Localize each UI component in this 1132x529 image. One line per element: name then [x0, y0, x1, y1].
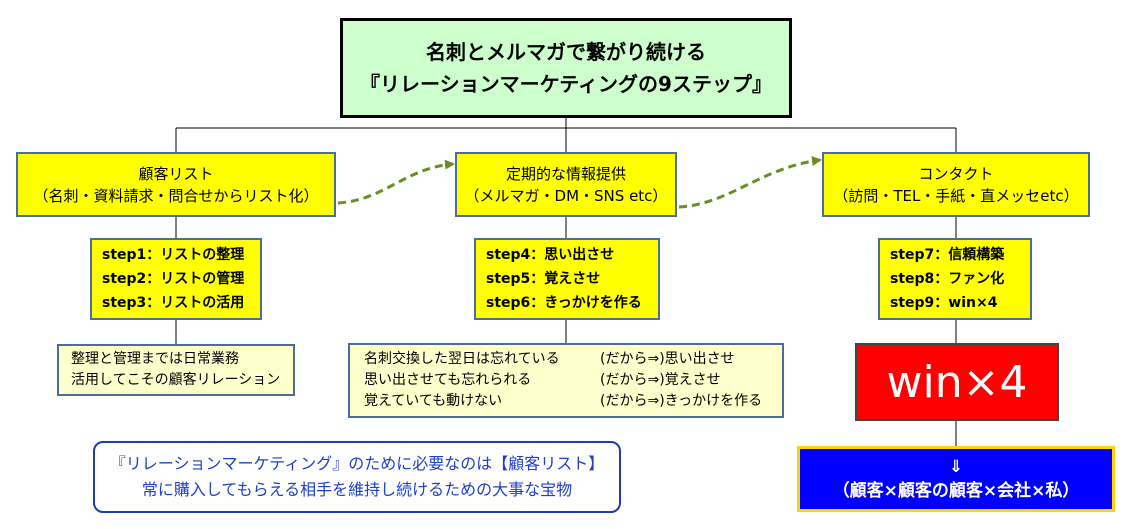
title-line-1: 名刺とメルマガで繋がり続ける — [426, 40, 706, 64]
note-info-provision: 名刺交換した翌日は忘れている (だから⇒)思い出させ 思い出させても忘れられる … — [348, 343, 784, 418]
steps-group-2: step4：思い出させ step5：覚えさせ step6：きっかけを作る — [474, 238, 660, 320]
result-box: ⇓ （顧客×顧客の顧客×会社×私） — [797, 446, 1115, 512]
note-line: 活用してこその顧客リレーション — [71, 372, 281, 388]
dashed-arrow-2 — [678, 156, 822, 209]
bottom-note-line-1: 『リレーションマーケティング』のために必要なのは【顧客リスト】 — [109, 454, 605, 473]
bottom-note-line-2: 常に購入してもらえる相手を維持し続けるための大事な宝物 — [141, 480, 573, 499]
step-item: step7：信頼構築 — [890, 247, 1005, 263]
category-detail: （名刺・資料請求・問合せからリスト化） — [33, 186, 319, 205]
win-label: win×4 — [886, 356, 1028, 408]
note-reason: 思い出させても忘れられる — [364, 372, 532, 388]
note-row: 思い出させても忘れられる (だから⇒)覚えさせ — [364, 370, 721, 391]
step-item: step1：リストの整理 — [102, 247, 245, 263]
bottom-note: 『リレーションマーケティング』のために必要なのは【顧客リスト】 常に購入してもら… — [93, 441, 621, 513]
note-line: 整理と管理までは日常業務 — [71, 351, 239, 367]
note-action: (だから⇒)覚えさせ — [600, 372, 721, 388]
dashed-arrow-1 — [337, 159, 455, 205]
category-detail: （訪問・TEL・手紙・直メッセetc） — [833, 186, 1079, 205]
category-label: 顧客リスト — [138, 164, 214, 183]
result-text: （顧客×顧客の顧客×会社×私） — [832, 481, 1080, 501]
title-line-2: 『リレーションマーケティングの9ステップ』 — [360, 72, 772, 96]
note-action: (だから⇒)思い出させ — [600, 351, 735, 367]
category-detail: （メルマガ・DM・SNS etc） — [464, 186, 668, 205]
category-label: 定期的な情報提供 — [505, 164, 626, 183]
note-reason: 名刺交換した翌日は忘れている — [364, 351, 560, 367]
note-action: (だから⇒)きっかけを作る — [600, 393, 763, 409]
step-item: step9：win×4 — [890, 295, 998, 311]
note-customer-list: 整理と管理までは日常業務 活用してこその顧客リレーション — [57, 344, 295, 396]
note-reason: 覚えていても動けない — [364, 393, 503, 409]
steps-group-3: step7：信頼構築 step8：ファン化 step9：win×4 — [878, 238, 1032, 320]
step-item: step4：思い出させ — [486, 247, 615, 263]
diagram-title: 名刺とメルマガで繋がり続ける 『リレーションマーケティングの9ステップ』 — [340, 18, 792, 118]
step-item: step6：きっかけを作る — [486, 295, 642, 311]
category-label: コンタクト — [918, 164, 994, 183]
note-row: 名刺交換した翌日は忘れている (だから⇒)思い出させ — [364, 349, 735, 370]
step-item: step3：リストの活用 — [102, 295, 245, 311]
win-x4-box: win×4 — [855, 343, 1059, 421]
category-customer-list: 顧客リスト （名刺・資料請求・問合せからリスト化） — [16, 152, 336, 217]
step-item: step2：リストの管理 — [102, 271, 245, 287]
category-contact: コンタクト （訪問・TEL・手紙・直メッセetc） — [822, 152, 1090, 217]
steps-group-1: step1：リストの整理 step2：リストの管理 step3：リストの活用 — [90, 238, 262, 320]
note-row: 覚えていても動けない (だから⇒)きっかけを作る — [364, 391, 762, 412]
step-item: step8：ファン化 — [890, 271, 1005, 287]
category-info-provision: 定期的な情報提供 （メルマガ・DM・SNS etc） — [455, 152, 677, 217]
down-arrow-icon: ⇓ — [948, 457, 964, 477]
step-item: step5：覚えさせ — [486, 271, 601, 287]
